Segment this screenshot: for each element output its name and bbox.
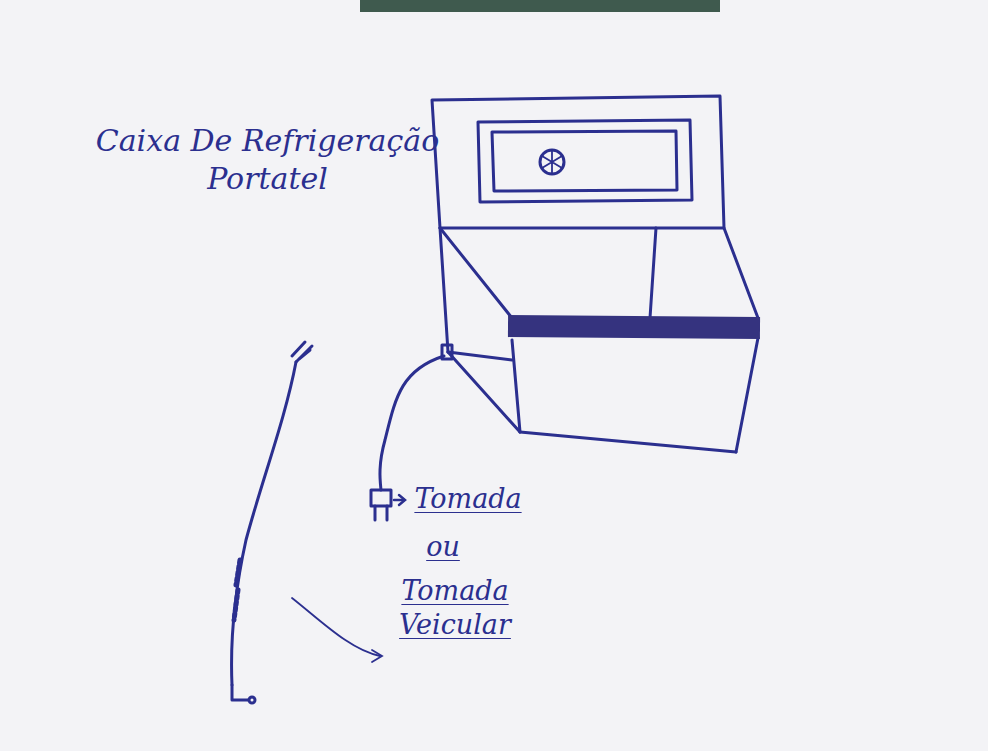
pointer-arrow — [394, 495, 405, 505]
lid-band — [508, 315, 760, 339]
car-adapter-cord — [232, 342, 312, 703]
plug-label: ou — [398, 530, 488, 564]
title-text: Caixa De Refrigeração Portatel — [95, 122, 440, 197]
curved-arrow — [292, 598, 382, 662]
top-strip — [360, 0, 720, 12]
plug-label: Tomada Veicular — [380, 574, 530, 642]
cooler-box — [432, 96, 758, 452]
plug-label: Tomada — [398, 482, 538, 516]
